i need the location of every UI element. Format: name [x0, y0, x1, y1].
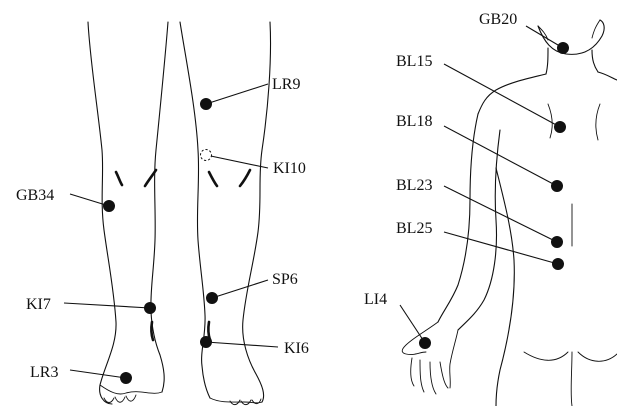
- left-leg-inner-contour: [151, 22, 168, 392]
- point-ki7-label: KI7: [26, 296, 51, 313]
- scapula-right: [596, 104, 600, 140]
- point-ki10-marker: [201, 150, 212, 161]
- buttocks-left: [524, 352, 568, 360]
- point-gb20-leader: [526, 26, 563, 48]
- left-shoulder: [478, 74, 546, 114]
- neck-right: [592, 50, 598, 72]
- left-foot: [100, 385, 162, 394]
- point-li4-label: LI4: [364, 291, 387, 308]
- point-lr9: LR9: [200, 76, 300, 110]
- point-gb34-marker: [103, 200, 115, 212]
- point-bl15-label: BL15: [396, 53, 432, 70]
- arm-outer-contour: [438, 114, 478, 322]
- point-bl25-label: BL25: [396, 220, 432, 237]
- fingers: [411, 358, 448, 394]
- point-sp6-marker: [206, 292, 218, 304]
- point-bl23: BL23: [396, 177, 563, 248]
- point-bl23-label: BL23: [396, 177, 432, 194]
- point-ki6-label: KI6: [284, 340, 309, 357]
- point-bl18-leader: [444, 126, 557, 186]
- point-bl23-leader: [444, 186, 557, 242]
- point-lr3-label: LR3: [30, 364, 58, 381]
- right-knee-mark-outer: [240, 170, 250, 186]
- point-ki10: KI10: [201, 150, 306, 178]
- point-gb34-label: GB34: [16, 187, 54, 204]
- point-lr3-marker: [120, 372, 132, 384]
- right-shoulder: [598, 72, 617, 80]
- point-gb20: GB20: [479, 11, 569, 54]
- point-bl25-marker: [552, 258, 564, 270]
- point-lr3-leader: [70, 370, 126, 378]
- point-bl15-marker: [554, 121, 566, 133]
- point-ki7: KI7: [26, 296, 156, 314]
- right-knee-mark-inner: [209, 172, 217, 186]
- point-gb34: GB34: [16, 187, 115, 212]
- point-ki10-label: KI10: [273, 160, 306, 177]
- buttocks-right: [578, 352, 617, 361]
- torso-side: [496, 168, 514, 406]
- legs-illustration: [88, 22, 271, 405]
- point-ki7-leader: [64, 303, 150, 308]
- hand: [402, 322, 458, 388]
- point-lr9-leader: [206, 84, 268, 104]
- back-illustration: [402, 20, 617, 406]
- point-ki6-marker: [200, 336, 212, 348]
- point-gb34-leader: [70, 194, 109, 206]
- point-lr3: LR3: [30, 364, 132, 384]
- arm-inner-contour: [458, 130, 500, 330]
- point-gb20-marker: [557, 42, 569, 54]
- point-bl18-marker: [551, 180, 563, 192]
- left-foot-toes: [104, 395, 136, 403]
- point-sp6: SP6: [206, 271, 298, 304]
- point-bl18-label: BL18: [396, 113, 432, 130]
- point-gb20-label: GB20: [479, 11, 517, 28]
- point-sp6-label: SP6: [272, 271, 298, 288]
- point-bl25-leader: [444, 232, 558, 264]
- point-lr9-marker: [200, 98, 212, 110]
- point-ki7-marker: [144, 302, 156, 314]
- point-bl23-marker: [551, 236, 563, 248]
- gluteal-cleft: [571, 352, 572, 406]
- left-leg-outer-contour: [88, 22, 116, 404]
- point-sp6-leader: [212, 280, 268, 298]
- point-bl25: BL25: [396, 220, 564, 270]
- point-ki6: KI6: [200, 336, 309, 357]
- neck-left: [546, 48, 548, 74]
- ear-right: [592, 20, 600, 38]
- point-li4-marker: [419, 337, 431, 349]
- point-lr9-label: LR9: [272, 76, 300, 93]
- left-knee-mark-outer: [116, 172, 122, 185]
- point-bl15-leader: [444, 64, 560, 127]
- point-ki10-leader: [206, 155, 268, 168]
- point-ki6-leader: [206, 342, 278, 347]
- point-li4-leader: [400, 305, 425, 343]
- point-li4: LI4: [364, 291, 431, 349]
